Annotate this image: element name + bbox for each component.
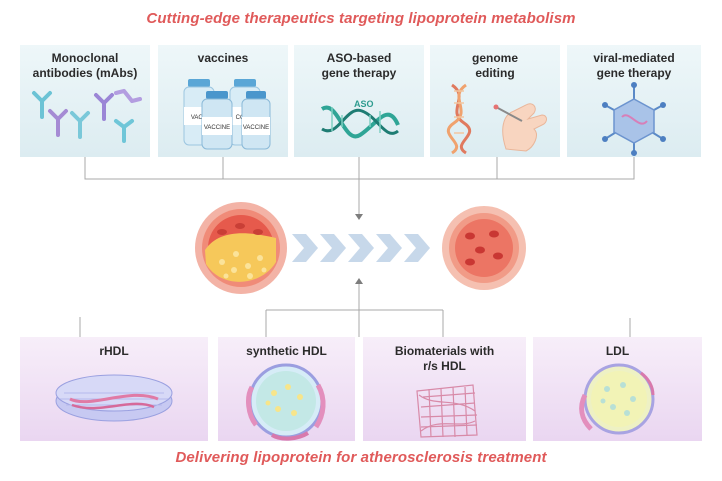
ldl-particle-icon [579,363,655,435]
card-label: genome editing [430,51,560,81]
label-line-1: genome [471,51,518,65]
label-line-1: vaccines [197,51,249,65]
healthy-artery-icon [442,206,526,290]
label-line-1: ASO-based [326,51,392,65]
label-line-2: antibodies (mAbs) [32,66,138,80]
label-line-2: gene therapy [321,66,397,80]
card-label: rHDL [20,344,208,359]
card-monoclonal-antibodies: Monoclonal antibodies (mAbs) [20,45,150,157]
card-viral-gene-therapy: viral-mediated gene therapy [567,45,701,157]
vial-label: VACCINE [204,125,230,131]
top-title: Cutting-edge therapeutics targeting lipo… [146,10,576,27]
card-label: vaccines [158,51,288,66]
card-genome-editing: genome editing [430,45,560,157]
aso-helix-icon: ASO [320,99,400,139]
card-biomaterials-hdl: Biomaterials with r/s HDL [363,337,526,441]
label-line-1: synthetic HDL [246,344,327,358]
biomaterial-mesh-icon [416,384,478,438]
label-line-2: editing [475,66,515,80]
rhdl-disc-icon [55,374,173,422]
card-rhdl: rHDL [20,337,208,441]
card-label: viral-mediated gene therapy [567,51,701,81]
card-aso-gene-therapy: ASO-based gene therapy ASO [294,45,424,157]
label-line-1: rHDL [99,344,129,358]
label-line-1: Biomaterials with [394,344,495,358]
label-line-2: r/s HDL [423,359,466,373]
bottom-title: Delivering lipoprotein for atheroscleros… [175,449,547,466]
aso-text: ASO [354,99,374,109]
card-label: LDL [533,344,702,359]
label-line-1: Monoclonal [51,51,119,65]
progression-arrows [292,234,430,262]
dna-editing-hand-icon [446,83,547,155]
vial-label: VACC [191,115,208,121]
antibodies-icon [32,89,142,143]
card-ldl: LDL [533,337,702,441]
vial-label: VACCINE [243,125,269,131]
card-vaccines: vaccines VACC CCINE VACCINE VACCINE [158,45,288,157]
viral-vector-icon [602,82,666,156]
label-line-1: LDL [605,344,630,358]
card-label: ASO-based gene therapy [294,51,424,81]
card-label: Monoclonal antibodies (mAbs) [20,51,150,81]
synthetic-hdl-particle-icon [246,363,326,441]
card-label: synthetic HDL [218,344,355,359]
card-synthetic-hdl: synthetic HDL [218,337,355,441]
card-label: Biomaterials with r/s HDL [363,344,526,374]
label-line-1: viral-mediated [593,51,675,65]
label-line-2: gene therapy [596,66,672,80]
vaccine-vials-icon: VACC CCINE VACCINE VACCINE [183,79,271,150]
plaque-artery-icon [195,202,287,294]
